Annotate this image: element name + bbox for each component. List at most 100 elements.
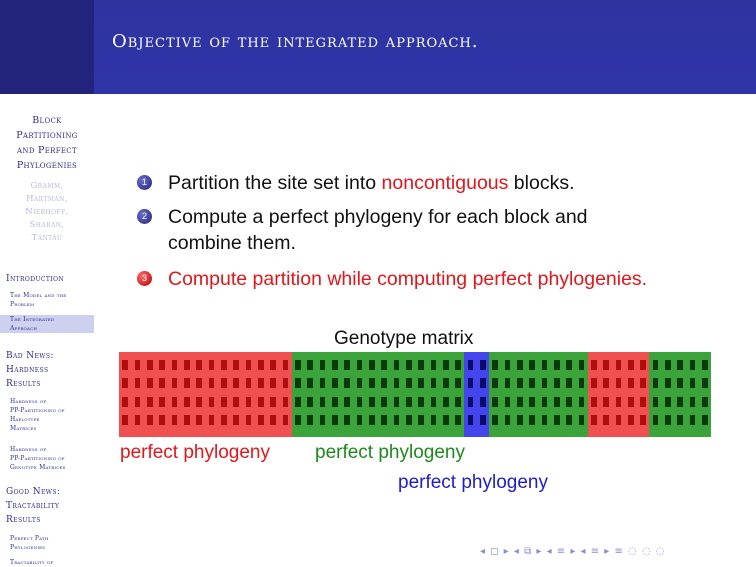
matrix-cell [233,414,239,425]
matrix-cell [591,378,597,389]
matrix-cell [578,378,585,389]
authors-line: Sharan, [29,220,65,230]
matrix-cell [221,378,227,389]
matrix-cell [295,396,301,407]
matrix-cell [233,378,239,389]
matrix-cell [652,396,659,407]
matrix-cell [196,360,202,370]
matrix-cell [578,414,585,425]
matrix-cell [221,414,227,425]
subsection-label: Tractability of [10,559,54,566]
matrix-cell [356,396,363,407]
matrix-cell [159,378,165,389]
matrix-cell [689,378,696,389]
authors-line: Gramm, [30,181,64,191]
matrix-cell [603,360,609,370]
matrix-cell [640,378,646,389]
matrix-cell [332,360,338,370]
matrix-cell [196,378,202,389]
beamer-navigation-bar[interactable]: ◂ ◻ ▸ ◂ ⧉ ▸ ◂ ≡ ▸ ◂ ≡ ▸ ≡ ◌ ◌ ◌ [480,546,666,557]
sidebar-header-area [0,0,94,94]
label-perfect-phylogeny-blue: perfect phylogeny [398,472,548,493]
matrix-cell [245,378,252,389]
matrix-cell [529,396,535,407]
sidebar-subsection-haplotype-hardness[interactable]: Hardness of PP-Partitioning of Haplotype… [10,397,92,433]
matrix-cell [245,396,252,407]
section-label: Bad News: [6,351,54,361]
matrix-cell [381,378,387,389]
matrix-cell [418,396,424,407]
matrix-cell [221,396,227,407]
matrix-cell [492,396,498,407]
matrix-cell [208,360,215,370]
matrix-cell [467,396,474,407]
matrix-cell [319,360,326,370]
matrix-cell [159,360,165,370]
section-label: Results [6,379,41,389]
matrix-cell [356,414,363,425]
matrix-cell [245,414,252,425]
sidebar-subsection-model-problem[interactable]: The Model and the Problem [10,291,92,309]
matrix-cell [344,378,350,389]
matrix-cell [492,378,498,389]
matrix-cell [455,414,461,425]
matrix-cell [134,378,141,389]
sidebar-subsection-integrated-approach[interactable]: The Integrated Approach [0,315,94,333]
presentation-title-line: and Perfect [17,145,77,156]
matrix-cell [270,360,276,370]
matrix-cell [307,378,313,389]
matrix-cell [282,378,289,389]
matrix-cell [208,396,215,407]
matrix-cell [233,360,239,370]
matrix-cell [529,360,535,370]
matrix-cell [640,396,646,407]
subsection-label: Matrices [10,425,37,432]
matrix-cell [381,414,387,425]
matrix-cell [258,360,264,370]
sidebar-section-introduction[interactable]: Introduction [6,272,92,286]
matrix-cell [122,414,128,425]
matrix-cell [307,360,313,370]
presentation-title-line: Partitioning [16,130,78,141]
matrix-cell [504,360,511,370]
matrix-cell [467,414,474,425]
matrix-cell [628,396,634,407]
matrix-cell [640,414,646,425]
matrix-cell [689,396,696,407]
matrix-cell [159,414,165,425]
subsection-label: Perfect Path [10,535,49,542]
matrix-cell [517,414,523,425]
matrix-cell [591,396,597,407]
matrix-cell [554,378,560,389]
matrix-cell [282,396,289,407]
matrix-cell [603,378,609,389]
matrix-cell [529,414,535,425]
matrix-cell [134,360,141,370]
matrix-cell [184,414,190,425]
matrix-cell [702,396,708,407]
sidebar-subsection-tractability[interactable]: Tractability of [10,558,92,567]
matrix-cell [233,396,239,407]
sidebar-section-good-news[interactable]: Good News: Tractability Results [6,485,92,527]
matrix-cell [443,360,449,370]
matrix-cell [307,414,313,425]
matrix-cell [295,414,301,425]
matrix-cell [430,396,437,407]
matrix-cell [258,396,264,407]
sidebar-subsection-genotype-hardness[interactable]: Hardness of PP-Partitioning of Genotype … [10,445,92,472]
frame-title: Objective of the integrated approach. [112,31,479,52]
matrix-cell [467,378,474,389]
item-text: Compute a perfect phylogeny for each blo… [168,204,588,256]
matrix-cell [270,414,276,425]
matrix-cell [677,378,683,389]
subsection-label: PP-Partitioning of [10,455,65,462]
matrix-cell [566,378,572,389]
presentation-title[interactable]: Block Partitioning and Perfect Phylogeni… [0,113,94,173]
matrix-cell [492,360,498,370]
item-text-line: combine them. [168,232,296,254]
matrix-cell [270,396,276,407]
authors-line: Hartman, [26,194,68,204]
sidebar-section-bad-news[interactable]: Bad News: Hardness Results [6,349,92,391]
matrix-cell [480,360,486,370]
sidebar-subsection-perfect-path[interactable]: Perfect Path Phylogenies [10,534,92,552]
